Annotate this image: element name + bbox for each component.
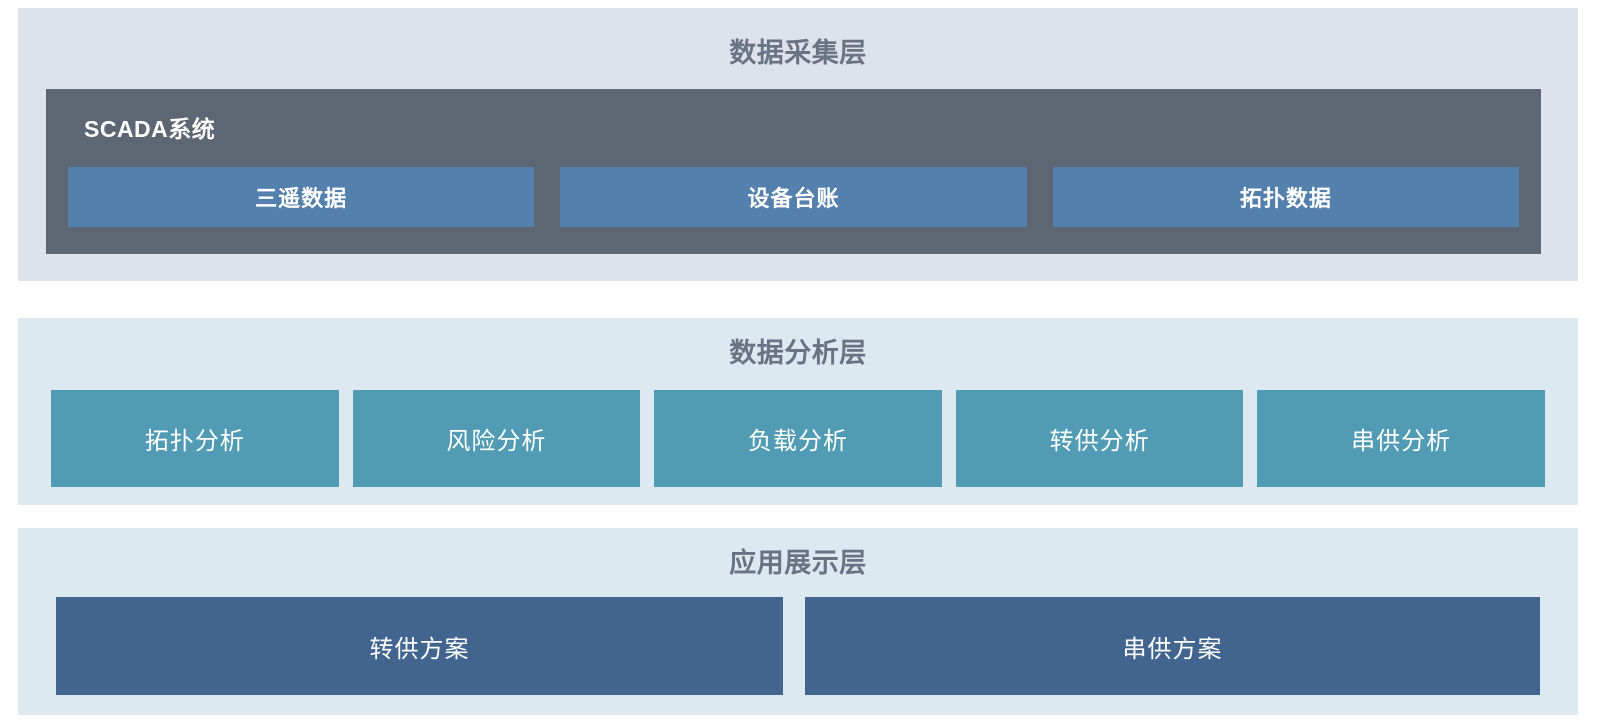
layer-data-analysis: 数据分析层 拓扑分析 风险分析 负载分析 转供分析 串供分析 [18,318,1578,505]
analysis-box-topology[interactable]: 拓扑分析 [51,390,339,487]
application-box-row: 转供方案 串供方案 [56,597,1540,695]
scada-box-sanyao-data[interactable]: 三遥数据 [68,167,535,227]
layer-title-application-display: 应用展示层 [729,548,867,578]
scada-box-topology-data[interactable]: 拓扑数据 [1052,167,1519,227]
layer-data-collection: 数据采集层 SCADA系统 三遥数据 设备台账 拓扑数据 [18,8,1578,281]
application-box-transfer-supply-plan[interactable]: 转供方案 [56,597,783,695]
analysis-box-row: 拓扑分析 风险分析 负载分析 转供分析 串供分析 [51,390,1545,487]
analysis-box-transfer-supply[interactable]: 转供分析 [955,390,1244,487]
analysis-box-series-supply[interactable]: 串供分析 [1257,390,1545,487]
application-box-series-supply-plan[interactable]: 串供方案 [805,597,1540,695]
layer-title-data-analysis: 数据分析层 [729,338,867,368]
scada-box-row: 三遥数据 设备台账 拓扑数据 [68,167,1519,227]
scada-group: SCADA系统 三遥数据 设备台账 拓扑数据 [46,89,1541,254]
scada-group-label: SCADA系统 [84,116,216,142]
analysis-box-load[interactable]: 负载分析 [654,390,942,487]
scada-box-equipment-ledger[interactable]: 设备台账 [560,167,1027,227]
layer-title-data-collection: 数据采集层 [729,38,867,68]
layer-application-display: 应用展示层 转供方案 串供方案 [18,528,1578,715]
analysis-box-risk[interactable]: 风险分析 [352,390,641,487]
